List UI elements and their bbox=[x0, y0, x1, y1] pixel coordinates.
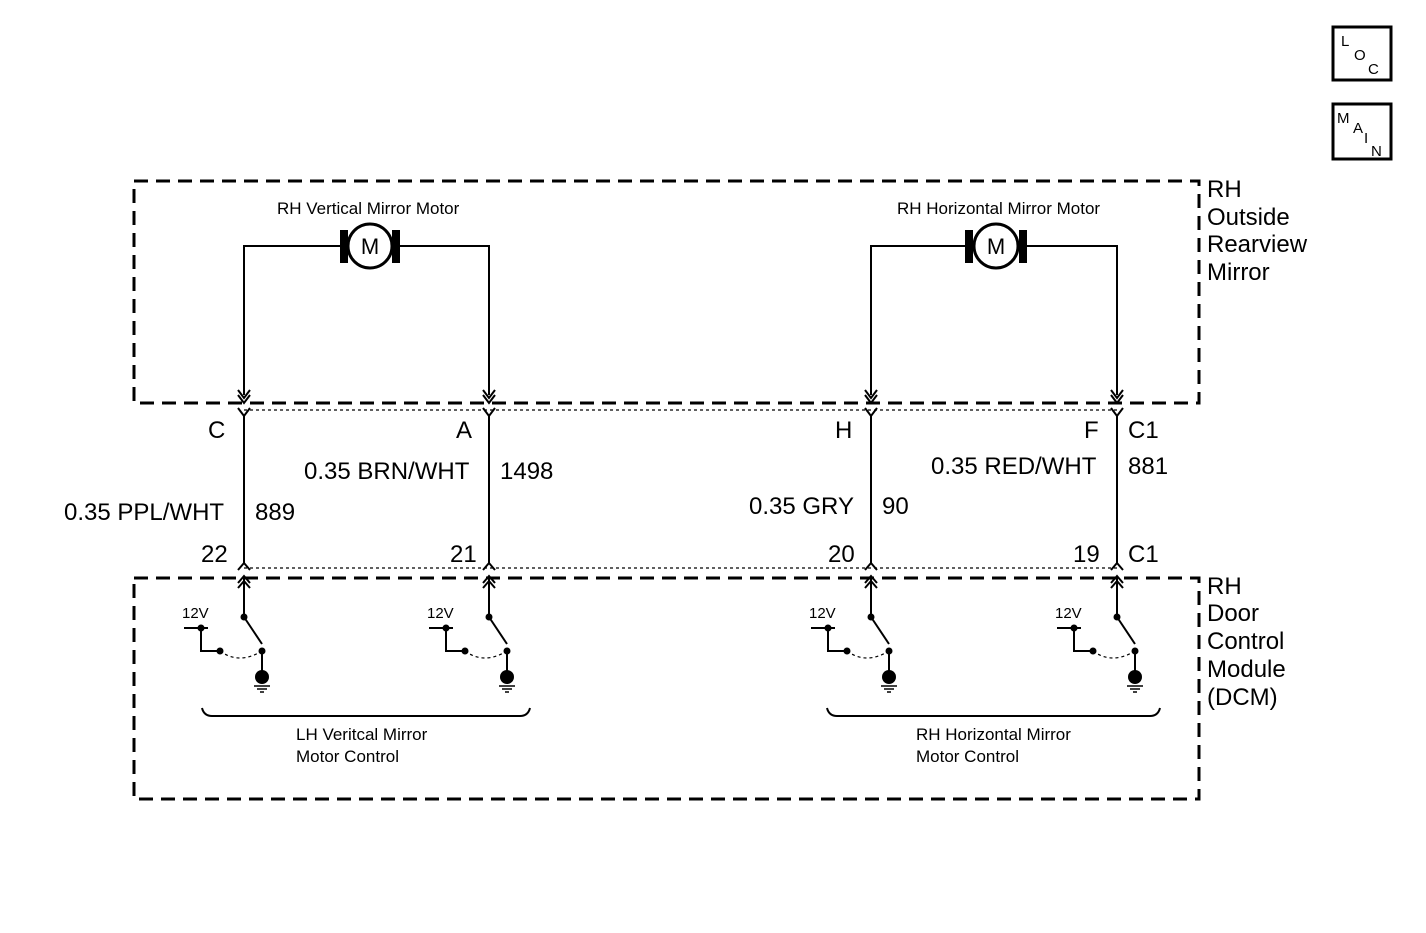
supply-voltage-label: 12V bbox=[809, 605, 836, 622]
svg-text:RH: RH bbox=[1207, 176, 1242, 203]
pin-label: 19 bbox=[1073, 541, 1100, 568]
svg-text:Motor Control: Motor Control bbox=[916, 747, 1019, 766]
circuit-labels: C A H F C1 0.35 PPL/WHT 889 0.35 BRN/WHT… bbox=[64, 417, 1168, 568]
pin-label: H bbox=[835, 417, 852, 444]
supply-voltage-label: 12V bbox=[182, 605, 209, 622]
motor-control-switch: 12V bbox=[1055, 576, 1143, 693]
ground-icon bbox=[1128, 670, 1142, 684]
wire-color-label: 0.35 GRY bbox=[749, 493, 854, 520]
connector-terminal-icon bbox=[1110, 407, 1124, 418]
svg-text:M: M bbox=[1337, 110, 1350, 127]
connector-label: C1 bbox=[1128, 541, 1159, 568]
main-button[interactable]: M A I N bbox=[1331, 102, 1393, 161]
connector-terminal-icon bbox=[1110, 561, 1124, 571]
mirror-housing-boundary bbox=[132, 179, 1201, 405]
horizontal-motor: RH Horizontal Mirror Motor M bbox=[870, 199, 1118, 395]
left-group-label: LH Veritcal Mirror Motor Control bbox=[296, 725, 428, 766]
svg-text:Outside: Outside bbox=[1207, 204, 1290, 231]
connector-terminal-icon bbox=[1110, 389, 1124, 400]
supply-voltage-label: 12V bbox=[1055, 605, 1082, 622]
svg-text:LH Veritcal Mirror: LH Veritcal Mirror bbox=[296, 725, 428, 744]
motor-control-switches: 12V 12V 12V 12V bbox=[182, 576, 1143, 693]
connector-terminal-icon bbox=[482, 561, 496, 571]
svg-text:RH Horizontal Mirror: RH Horizontal Mirror bbox=[916, 725, 1071, 744]
connector-terminal-icon bbox=[237, 561, 251, 571]
connector-terminal-icon bbox=[1110, 394, 1124, 405]
circuit-number: 881 bbox=[1128, 453, 1168, 480]
pin-label: C bbox=[208, 417, 225, 444]
wire-color-label: 0.35 BRN/WHT bbox=[304, 458, 470, 485]
connector-terminal-icon bbox=[482, 407, 496, 418]
connector-terminal-icon bbox=[864, 407, 878, 418]
svg-text:L: L bbox=[1341, 33, 1349, 50]
vertical-motor: RH Vertical Mirror Motor M bbox=[243, 199, 490, 395]
svg-text:Door: Door bbox=[1207, 600, 1259, 627]
connector-terminal-icon bbox=[237, 389, 251, 400]
wire-color-label: 0.35 RED/WHT bbox=[931, 453, 1097, 480]
connector-terminal-icon bbox=[864, 389, 878, 400]
svg-text:I: I bbox=[1364, 130, 1368, 147]
svg-text:(DCM): (DCM) bbox=[1207, 684, 1278, 711]
connector-terminal-icon bbox=[237, 407, 251, 418]
ground-icon bbox=[255, 670, 269, 684]
motor-control-switch: 12V bbox=[809, 576, 897, 693]
wire-color-label: 0.35 PPL/WHT bbox=[64, 499, 224, 526]
svg-text:O: O bbox=[1354, 47, 1366, 64]
ground-icon bbox=[882, 670, 896, 684]
svg-text:Motor Control: Motor Control bbox=[296, 747, 399, 766]
connector-terminal-icon bbox=[864, 561, 878, 571]
motor-icon bbox=[972, 222, 1020, 270]
pin-label: 20 bbox=[828, 541, 855, 568]
svg-text:M: M bbox=[987, 234, 1005, 259]
pin-label: F bbox=[1084, 417, 1099, 444]
circuit-number: 1498 bbox=[500, 458, 553, 485]
right-group-label: RH Horizontal Mirror Motor Control bbox=[916, 725, 1071, 766]
circuit-number: 889 bbox=[255, 499, 295, 526]
supply-voltage-label: 12V bbox=[427, 605, 454, 622]
connector-terminal-icon bbox=[482, 394, 496, 405]
motor-control-switch: 12V bbox=[182, 576, 270, 693]
connector-terminal-icon bbox=[864, 394, 878, 405]
connector-terminal-icon bbox=[482, 389, 496, 400]
svg-text:RH: RH bbox=[1207, 573, 1242, 600]
horizontal-motor-title: RH Horizontal Mirror Motor bbox=[897, 199, 1100, 218]
motor-icon bbox=[346, 222, 394, 270]
mirror-label: RH Outside Rearview Mirror bbox=[1207, 176, 1308, 286]
pin-label: 22 bbox=[201, 541, 228, 568]
harness-wires bbox=[237, 389, 1124, 589]
ground-icon bbox=[500, 670, 514, 684]
svg-text:M: M bbox=[361, 234, 379, 259]
svg-text:C: C bbox=[1368, 61, 1379, 78]
left-group-brace bbox=[201, 707, 531, 717]
svg-text:N: N bbox=[1371, 143, 1382, 160]
connector-terminal-icon bbox=[237, 394, 251, 405]
pin-label: A bbox=[456, 417, 472, 444]
svg-text:Rearview: Rearview bbox=[1207, 231, 1308, 258]
vertical-motor-title: RH Vertical Mirror Motor bbox=[277, 199, 460, 218]
right-group-brace bbox=[826, 707, 1161, 717]
svg-text:Mirror: Mirror bbox=[1207, 259, 1270, 286]
connector-label: C1 bbox=[1128, 417, 1159, 444]
svg-text:A: A bbox=[1353, 120, 1363, 137]
motor-control-switch: 12V bbox=[427, 576, 515, 693]
svg-text:Module: Module bbox=[1207, 656, 1286, 683]
circuit-number: 90 bbox=[882, 493, 909, 520]
pin-label: 21 bbox=[450, 541, 477, 568]
dcm-label: RH Door Control Module (DCM) bbox=[1207, 573, 1286, 711]
svg-text:Control: Control bbox=[1207, 628, 1284, 655]
loc-button[interactable]: L O C bbox=[1331, 25, 1393, 82]
dcm-housing-boundary bbox=[132, 576, 1201, 801]
